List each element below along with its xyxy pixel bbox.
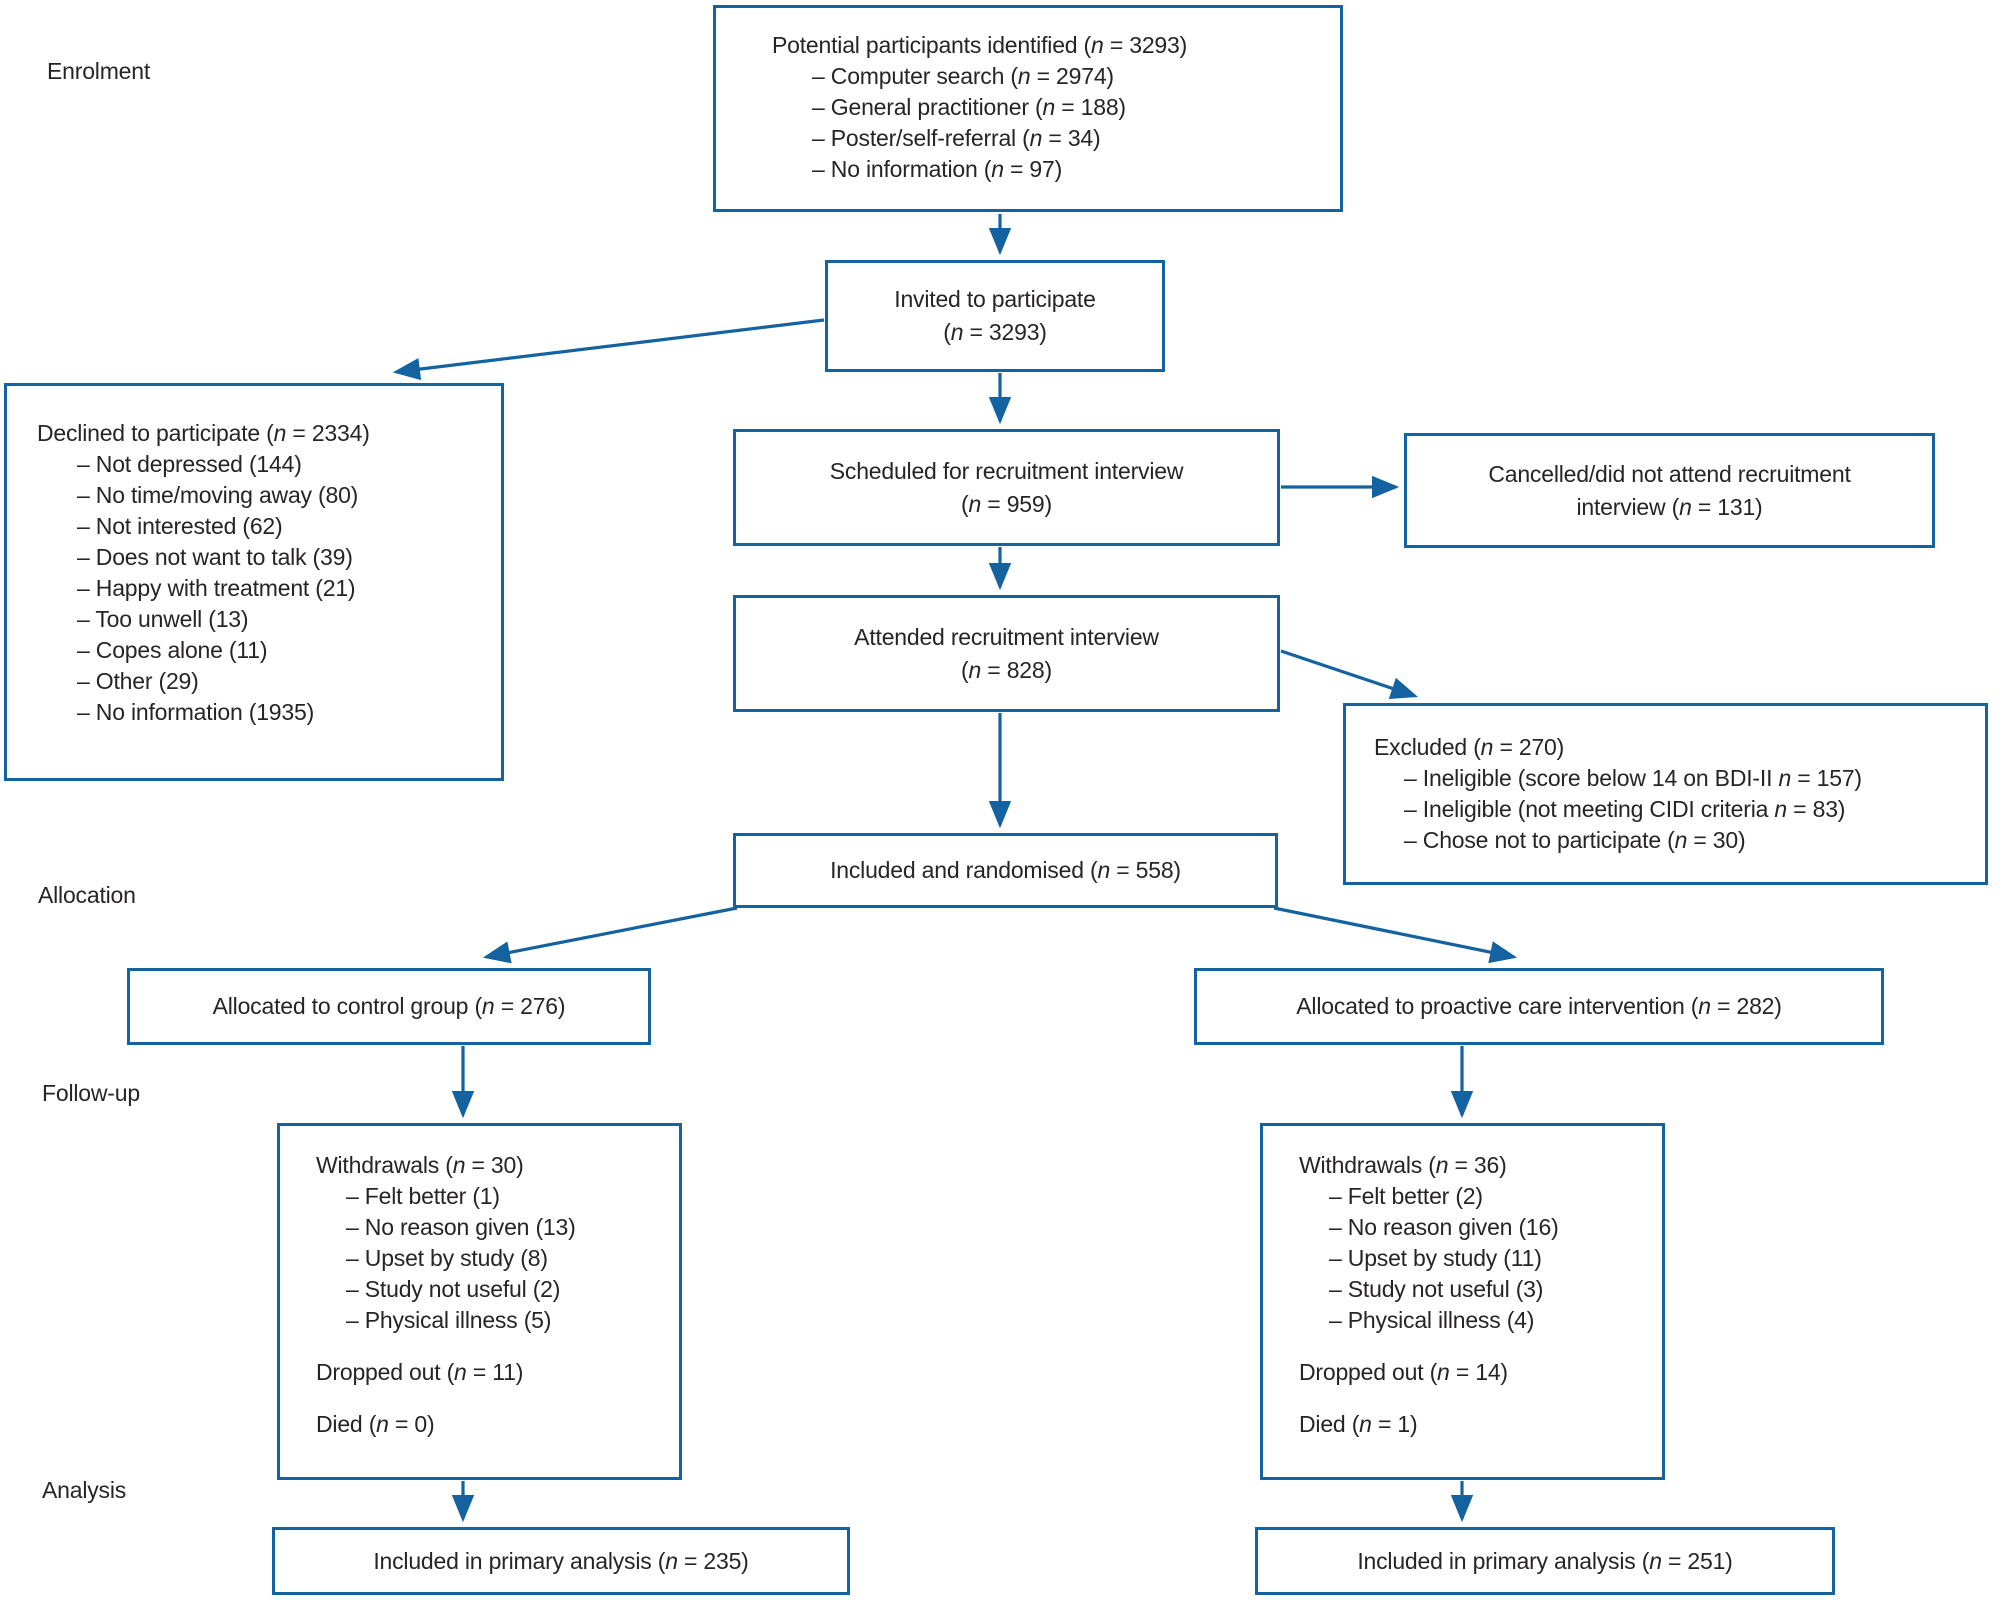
list-item: – Too unwell (13) xyxy=(77,606,249,632)
list-item: – Ineligible (not meeting CIDI criteria … xyxy=(1404,796,1846,822)
list-item: – Upset by study (8) xyxy=(346,1245,548,1271)
died-line: Died (n = 1) xyxy=(1299,1411,1418,1437)
list-item: – Other (29) xyxy=(77,668,199,694)
stage-label-analysis: Analysis xyxy=(42,1477,127,1503)
list-item: – Study not useful (2) xyxy=(346,1276,561,1302)
box-title: Declined to participate (n = 2334) xyxy=(37,420,370,446)
box-attended: Attended recruitment interview (n = 828) xyxy=(733,595,1280,712)
box-withdrawals-intervention: Withdrawals (n = 36) – Felt better (2) –… xyxy=(1260,1123,1665,1480)
box-excluded: Excluded (n = 270) – Ineligible (score b… xyxy=(1343,703,1988,885)
list-item: – Computer search (n = 2974) xyxy=(812,63,1114,89)
box-allocated-control: Allocated to control group (n = 276) xyxy=(127,968,651,1045)
box-title-line: Cancelled/did not attend recruitment xyxy=(1488,460,1851,487)
list-item: – Felt better (2) xyxy=(1329,1183,1483,1209)
list-item: – Study not useful (3) xyxy=(1329,1276,1544,1302)
box-title-line: (n = 959) xyxy=(961,490,1052,517)
died-line: Died (n = 0) xyxy=(316,1411,435,1437)
list-item: – Happy with treatment (21) xyxy=(77,575,356,601)
stage-label-enrolment: Enrolment xyxy=(47,58,151,84)
box-allocated-intervention: Allocated to proactive care intervention… xyxy=(1194,968,1884,1045)
list-item: – No information (1935) xyxy=(77,699,315,725)
list-item: – Not interested (62) xyxy=(77,513,283,539)
list-item: – Not depressed (144) xyxy=(77,451,302,477)
list-item: – Poster/self-referral (n = 34) xyxy=(812,125,1101,151)
arrow-invited-to-declined xyxy=(392,318,825,381)
list-item: – No reason given (13) xyxy=(346,1214,576,1240)
box-title: Allocated to proactive care intervention… xyxy=(1296,993,1782,1019)
arrow-randomised-to-intervention xyxy=(1273,906,1518,964)
box-analysis-control: Included in primary analysis (n = 235) xyxy=(272,1527,850,1595)
list-item: – No information (n = 97) xyxy=(812,156,1063,182)
list-item: – General practitioner (n = 188) xyxy=(812,94,1126,120)
box-randomised: Included and randomised (n = 558) xyxy=(733,833,1278,908)
box-title-line: interview (n = 131) xyxy=(1576,493,1763,520)
box-invited: Invited to participate (n = 3293) xyxy=(825,260,1165,372)
stage-label-allocation: Allocation xyxy=(38,882,136,908)
list-item: – Physical illness (5) xyxy=(346,1307,552,1333)
box-title: Included in primary analysis (n = 251) xyxy=(1357,1547,1733,1574)
box-title-line: (n = 3293) xyxy=(943,319,1047,345)
dropped-out-line: Dropped out (n = 14) xyxy=(1299,1359,1508,1385)
box-title-line: Scheduled for recruitment interview xyxy=(829,457,1184,484)
box-declined: Declined to participate (n = 2334) – Not… xyxy=(4,383,504,781)
box-title-line: Attended recruitment interview xyxy=(854,623,1159,650)
list-item: – Does not want to talk (39) xyxy=(77,544,353,570)
list-item: – No time/moving away (80) xyxy=(77,482,359,508)
box-title: Allocated to control group (n = 276) xyxy=(212,993,566,1019)
box-analysis-intervention: Included in primary analysis (n = 251) xyxy=(1255,1527,1835,1595)
box-scheduled: Scheduled for recruitment interview (n =… xyxy=(733,429,1280,546)
box-title-line: Invited to participate xyxy=(894,286,1096,312)
arrow-randomised-to-control xyxy=(482,906,738,964)
list-item: – Physical illness (4) xyxy=(1329,1307,1535,1333)
list-item: – Copes alone (11) xyxy=(77,637,268,663)
box-withdrawals-control: Withdrawals (n = 30) – Felt better (1) –… xyxy=(277,1123,682,1480)
list-item: – Upset by study (11) xyxy=(1329,1245,1542,1271)
box-cancelled: Cancelled/did not attend recruitment int… xyxy=(1404,433,1935,548)
list-item: – Ineligible (score below 14 on BDI-II n… xyxy=(1404,765,1862,791)
box-potential-participants: Potential participants identified (n = 3… xyxy=(713,5,1343,212)
list-item: – Chose not to participate (n = 30) xyxy=(1404,827,1746,853)
box-title: Withdrawals (n = 36) xyxy=(1299,1152,1507,1178)
box-title: Withdrawals (n = 30) xyxy=(316,1152,524,1178)
dropped-out-line: Dropped out (n = 11) xyxy=(316,1359,524,1385)
stage-label-follow-up: Follow-up xyxy=(42,1080,140,1106)
box-title: Excluded (n = 270) xyxy=(1374,734,1565,760)
list-item: – Felt better (1) xyxy=(346,1183,500,1209)
box-title-line: (n = 828) xyxy=(961,656,1052,683)
box-title: Included in primary analysis (n = 235) xyxy=(373,1547,749,1574)
box-title: Potential participants identified (n = 3… xyxy=(772,32,1188,58)
box-title: Included and randomised (n = 558) xyxy=(830,857,1181,883)
arrow-attended-to-excluded xyxy=(1280,649,1419,699)
list-item: – No reason given (16) xyxy=(1329,1214,1559,1240)
